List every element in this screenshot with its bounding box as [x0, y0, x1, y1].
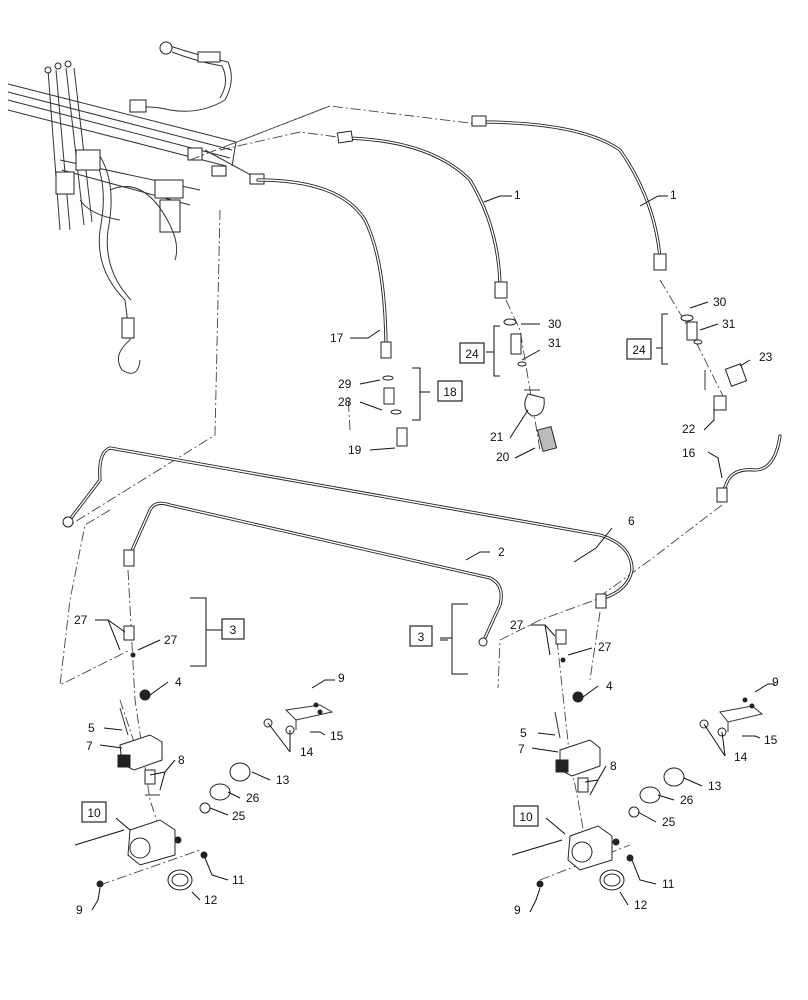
callout-31-right: 31	[722, 317, 736, 331]
callout-14-left: 14	[300, 745, 314, 759]
callout-7-left: 7	[86, 739, 93, 753]
callout-17: 17	[330, 331, 344, 345]
callout-9-top-left: 9	[338, 671, 345, 685]
callout-8-left: 8	[178, 753, 185, 767]
tube-2	[123, 501, 503, 647]
callout-box-24-left	[459, 342, 485, 364]
callout-7-right: 7	[518, 742, 525, 756]
hose-1-right	[471, 115, 667, 271]
callout-9-bottom-right: 9	[514, 903, 521, 917]
callout-27-left-b: 27	[164, 633, 178, 647]
callout-4-right: 4	[606, 679, 613, 693]
callout-23: 23	[759, 350, 773, 364]
callout-24-left: 24	[465, 347, 479, 361]
callout-20: 20	[496, 450, 510, 464]
callout-8-right: 8	[610, 759, 617, 773]
callout-box-10-right	[513, 805, 539, 827]
callout-19: 19	[348, 443, 362, 457]
leader-lines	[74, 195, 775, 913]
callout-3-right: 3	[418, 630, 425, 644]
callout-15-right: 15	[764, 733, 778, 747]
callout-30-right: 30	[713, 295, 727, 309]
callout-9-top-right: 9	[772, 675, 779, 689]
callout-4-left: 4	[175, 675, 182, 689]
callout-13-left: 13	[276, 773, 290, 787]
callout-26-left: 26	[246, 791, 260, 805]
right-motor-group	[536, 691, 764, 891]
callout-30-left: 30	[548, 317, 562, 331]
hose-1-left	[336, 130, 508, 299]
callout-31-left: 31	[548, 336, 562, 350]
callout-18: 18	[443, 385, 457, 399]
callout-15-left: 15	[330, 729, 344, 743]
fittings-18	[382, 375, 408, 447]
hose-17	[256, 178, 392, 359]
callout-box-10-left	[81, 801, 107, 823]
callout-6: 6	[628, 514, 635, 528]
callout-24-right: 24	[632, 343, 646, 357]
callout-26-right: 26	[680, 793, 694, 807]
frame-assembly	[7, 41, 265, 374]
callout-12-right: 12	[634, 898, 648, 912]
callout-12-left: 12	[204, 893, 218, 907]
callout-box-3-right	[409, 625, 433, 647]
callout-25-right: 25	[662, 815, 676, 829]
callout-11-left: 11	[232, 873, 245, 887]
callout-27-left-a: 27	[74, 613, 88, 627]
callout-21: 21	[490, 430, 504, 444]
callout-1-right: 1	[670, 188, 677, 202]
callout-5-right: 5	[520, 726, 527, 740]
callout-13-right: 13	[708, 779, 722, 793]
callout-14-right: 14	[734, 750, 748, 764]
callout-28: 28	[338, 395, 352, 409]
fittings-right-24	[680, 314, 748, 411]
fittings-left-24	[503, 318, 558, 453]
callout-16: 16	[682, 446, 696, 460]
callout-27-right-a: 27	[510, 618, 524, 632]
callout-10-right: 10	[519, 810, 533, 824]
callout-3-left: 3	[230, 623, 237, 637]
callout-27-right-b: 27	[598, 640, 612, 654]
fittings-27	[123, 625, 567, 663]
callout-5-left: 5	[88, 721, 95, 735]
callout-numbers: 1 1 17 29 28 19 30 31 21 20 30 31 23 22 …	[74, 188, 779, 917]
tube-16	[716, 434, 782, 503]
callout-10-left: 10	[87, 806, 101, 820]
left-motor-group	[96, 689, 334, 891]
tube-6	[62, 446, 634, 609]
callout-box-24-right	[626, 338, 652, 360]
callout-box-18	[437, 380, 463, 402]
callout-9-bottom-left: 9	[76, 903, 83, 917]
callout-1-left: 1	[514, 188, 521, 202]
callout-29: 29	[338, 377, 352, 391]
callout-11-right: 11	[662, 877, 675, 891]
callout-2: 2	[498, 545, 505, 559]
callout-box-3-left	[221, 618, 245, 640]
callout-25-left: 25	[232, 809, 246, 823]
brackets	[190, 313, 668, 675]
boxed-callouts: 24 24 18 3 3 10 10	[81, 338, 652, 827]
callout-22: 22	[682, 422, 696, 436]
